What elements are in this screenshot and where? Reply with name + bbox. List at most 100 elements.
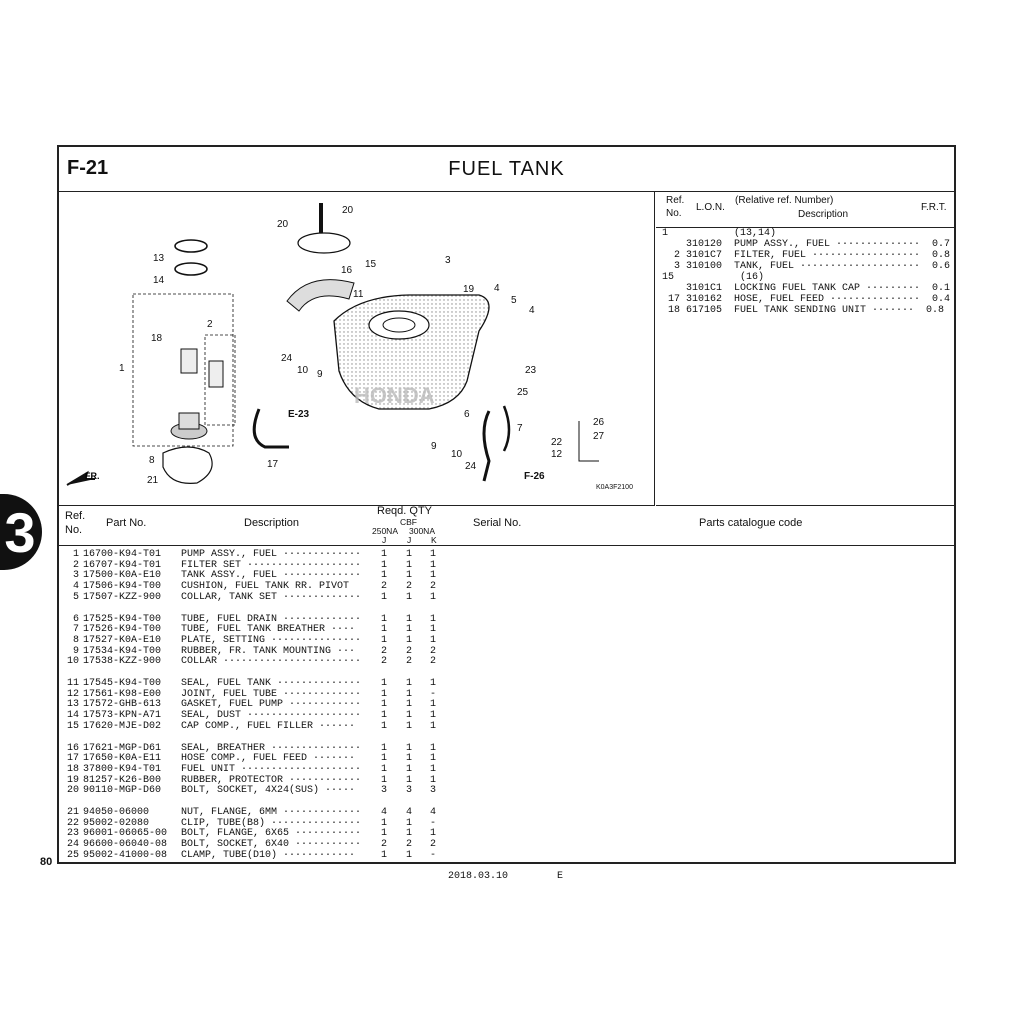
callout-8: 8	[149, 455, 155, 466]
row-ref: 25	[66, 849, 79, 861]
callout-6: 6	[464, 409, 470, 420]
row-qty-300na-k: 1	[429, 742, 436, 754]
row-qty-250na: 3	[380, 785, 387, 797]
row-part-no: 17526-K94-T00	[83, 624, 162, 636]
row-qty-300na-k: 1	[429, 591, 436, 603]
row-ref: 19	[66, 774, 79, 786]
callout-9a: 9	[317, 369, 323, 380]
rel-no-label: No.	[666, 208, 682, 219]
footer-edition: E	[557, 871, 564, 882]
row-qty-250na: 1	[380, 624, 387, 636]
row-qty-300na-k: -	[429, 849, 436, 861]
callout-27: 27	[593, 431, 605, 442]
section-title: FUEL TANK	[448, 158, 565, 180]
row-description: PLATE, SETTING ···············	[181, 634, 362, 646]
row-part-no: 17507-KZZ-900	[83, 591, 162, 603]
row-qty-250na: 1	[380, 710, 387, 722]
rel-row: 1 (13,14)	[662, 228, 777, 239]
row-part-no: 81257-K26-B00	[83, 774, 162, 786]
row-ref: 16	[66, 742, 79, 754]
row-ref: 14	[66, 710, 79, 722]
row-description: HOSE COMP., FUEL FEED ·······	[181, 753, 356, 765]
watermark: HONDA	[354, 383, 435, 408]
callout-9b: 9	[431, 441, 437, 452]
row-ref: 10	[66, 656, 79, 668]
callout-19: 19	[463, 284, 475, 295]
row-qty-300na-j: 1	[405, 817, 412, 829]
rel-row: 2 3101C7 FILTER, FUEL ··················…	[662, 250, 951, 261]
row-description: SEAL, DUST ···················	[181, 710, 362, 722]
row-ref: 18	[66, 763, 79, 775]
row-qty-250na: 1	[380, 720, 387, 732]
row-ref: 8	[72, 634, 79, 646]
row-part-no: 95002-02080	[83, 817, 150, 829]
callout-4a: 4	[494, 283, 500, 294]
row-qty-300na-j: 1	[405, 559, 412, 571]
row-description: BOLT, SOCKET, 4X24(SUS) ·····	[181, 785, 356, 797]
row-part-no: 17561-K98-E00	[83, 688, 162, 700]
col-description: Description	[244, 517, 300, 529]
row-qty-300na-j: 4	[405, 807, 412, 818]
row-part-no: 17538-KZZ-900	[83, 656, 162, 668]
rel-frt-label: F.R.T.	[921, 202, 947, 213]
row-qty-250na: 1	[380, 763, 387, 775]
row-ref: 6	[72, 613, 79, 625]
row-description: FILTER SET ···················	[181, 559, 362, 571]
row-qty-300na-j: 3	[405, 785, 412, 797]
row-ref: 5	[72, 591, 79, 603]
row-qty-300na-j: 1	[405, 624, 412, 636]
row-qty-250na: 1	[380, 817, 387, 829]
ref-e23: E-23	[288, 409, 310, 420]
row-ref: 20	[66, 785, 79, 797]
row-qty-300na-j: 1	[405, 828, 412, 840]
callout-25: 25	[517, 387, 529, 398]
row-part-no: 16700-K94-T01	[83, 549, 162, 560]
col-300na: 300NA	[409, 526, 435, 536]
row-part-no: 17650-K0A-E11	[83, 753, 162, 765]
row-description: SEAL, FUEL TANK ··············	[181, 678, 362, 689]
row-part-no: 17506-K94-T00	[83, 581, 162, 593]
rel-row: 3101C1 LOCKING FUEL TANK CAP ········· 0…	[662, 283, 951, 294]
callout-17: 17	[267, 459, 279, 470]
callout-4b: 4	[529, 305, 535, 316]
row-qty-300na-j: 1	[405, 763, 412, 775]
col-j2: J	[407, 535, 412, 545]
col-250na: 250NA	[372, 526, 398, 536]
rel-row: 3 310100 TANK, FUEL ····················…	[662, 261, 951, 272]
row-part-no: 17525-K94-T00	[83, 613, 162, 625]
callout-24a: 24	[281, 353, 293, 364]
row-ref: 11	[66, 678, 79, 689]
col-part-no: Part No.	[106, 517, 147, 529]
row-description: TUBE, FUEL TANK BREATHER ····	[181, 624, 356, 636]
callout-7: 7	[517, 423, 523, 434]
row-qty-250na: 1	[380, 570, 387, 582]
row-ref: 13	[66, 699, 79, 711]
row-qty-300na-j: 1	[405, 720, 412, 732]
callout-2: 2	[207, 319, 213, 330]
callout-18: 18	[151, 333, 163, 344]
row-qty-300na-j: 1	[405, 753, 412, 765]
row-qty-300na-j: 1	[405, 688, 412, 700]
callout-21: 21	[147, 475, 159, 486]
row-qty-300na-k: 1	[429, 549, 436, 560]
row-qty-250na: 1	[380, 688, 387, 700]
row-description: JOINT, FUEL TUBE ·············	[181, 688, 362, 700]
row-qty-250na: 1	[380, 591, 387, 603]
parts-table-header: Ref. No. Part No. Description Reqd. QTY …	[59, 505, 954, 546]
rel-relative-label: (Relative ref. Number)	[735, 195, 834, 206]
row-ref: 24	[66, 839, 79, 851]
callout-14: 14	[153, 275, 165, 286]
row-qty-300na-j: 2	[405, 656, 412, 668]
callout-26: 26	[593, 417, 605, 428]
row-qty-300na-k: -	[429, 817, 436, 829]
col-reqd-qty: Reqd. QTY	[377, 505, 433, 517]
front-label: FR.	[85, 471, 100, 481]
col-ref: Ref.	[65, 510, 86, 522]
row-ref: 7	[72, 624, 79, 636]
row-qty-300na-j: 2	[405, 839, 412, 851]
row-part-no: 37800-K94-T01	[83, 763, 162, 775]
rel-row: 18 617105 FUEL TANK SENDING UNIT ·······…	[662, 305, 945, 316]
row-qty-250na: 1	[380, 678, 387, 689]
row-qty-300na-k: 2	[429, 581, 436, 593]
row-ref: 17	[66, 753, 79, 765]
